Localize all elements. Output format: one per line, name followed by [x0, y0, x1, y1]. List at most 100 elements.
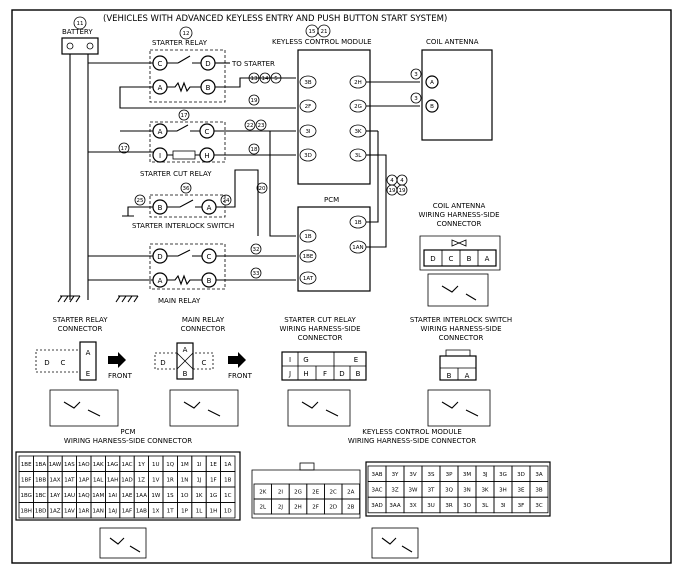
pcm-pin-label: 1AT: [64, 477, 75, 483]
svg-text:COIL ANTENNA: COIL ANTENNA: [433, 202, 486, 210]
svg-text:C: C: [205, 128, 210, 136]
svg-text:B: B: [430, 104, 434, 110]
starter-cut-relay: A C I H STARTER CUT RELAY: [140, 121, 226, 178]
coil-antenna-harness-connector: COIL ANTENNA WIRING HARNESS-SIDE CONNECT…: [418, 202, 501, 307]
keyless-right-pin-label: 3U: [427, 503, 435, 509]
pcm-pin-label: 1P: [181, 508, 188, 514]
pcm-pin-label: 1BE: [21, 462, 32, 468]
keyless-right-pin-label: 3Z: [391, 487, 398, 493]
keyless-right-pin-label: 3AD: [371, 503, 383, 509]
pcm-pin-label: 1AD: [121, 477, 133, 483]
svg-text:13: 13: [251, 76, 258, 82]
pcm-pin-label: 1N: [181, 477, 189, 483]
svg-text:3L: 3L: [355, 153, 362, 159]
battery: 11 BATTERY: [61, 16, 99, 55]
svg-text:D: D: [160, 359, 165, 367]
svg-text:I: I: [159, 152, 161, 160]
ref-17b: 17: [121, 146, 128, 152]
keyless-right-pin-label: 3M: [463, 472, 471, 478]
pcm-pin-label: 1G: [210, 493, 218, 499]
pcm-pin-label: 1AB: [136, 508, 147, 514]
ground-symbols: [57, 295, 139, 303]
keyless-right-pin-label: 3D: [517, 472, 525, 478]
pcm-pin-label: 1L: [196, 508, 203, 514]
ref-4b: 4: [400, 178, 404, 184]
pcm-pin-label: 1AE: [122, 493, 133, 499]
keyless-right-pin-label: 3C: [535, 503, 542, 509]
svg-text:MAIN RELAY: MAIN RELAY: [182, 316, 225, 324]
pcm-pin-label: 1AR: [78, 508, 89, 514]
pcm-pin-label: 1K: [195, 493, 202, 499]
pcm-pin-label: 1X: [152, 508, 159, 514]
keyless-right-pin-label: 3N: [463, 487, 471, 493]
pcm-pin-label: 1AL: [93, 477, 104, 483]
svg-text:3I: 3I: [305, 129, 310, 135]
coil-antenna-label: COIL ANTENNA: [426, 38, 479, 46]
starter-cut-relay-connector: STARTER CUT RELAY WIRING HARNESS-SIDE CO…: [279, 316, 367, 427]
svg-text:A: A: [158, 128, 163, 136]
svg-text:B: B: [207, 277, 212, 285]
svg-text:1BE: 1BE: [303, 254, 314, 260]
svg-text:5: 5: [274, 76, 278, 82]
svg-text:2H: 2H: [354, 80, 362, 86]
pcm-pin-label: 1Z: [138, 477, 145, 483]
starter-relay-pin-c: C: [158, 60, 163, 68]
svg-text:CONNECTOR: CONNECTOR: [439, 334, 484, 342]
keyless-left-pin-label: 2G: [294, 490, 302, 496]
starter-relay-pin-b: B: [206, 84, 211, 92]
pcm-pin-label: 1AP: [79, 477, 90, 483]
pcm-pin-label: 1T: [167, 508, 174, 514]
pcm-pin-label: 1AA: [136, 493, 147, 499]
battery-ref: 11: [77, 21, 84, 27]
keyless-right-pin-label: 3Q: [445, 487, 453, 493]
svg-text:1AT: 1AT: [303, 276, 314, 282]
keyless-right-pin-label: 3G: [499, 472, 507, 478]
diagram-title: (VEHICLES WITH ADVANCED KEYLESS ENTRY AN…: [103, 14, 447, 24]
svg-text:WIRING HARNESS-SIDE: WIRING HARNESS-SIDE: [418, 211, 499, 219]
ref-22: 22: [247, 123, 254, 129]
ref-19: 19: [251, 98, 258, 104]
pcm-pin-label: 1AX: [49, 477, 60, 483]
svg-text:3B: 3B: [304, 80, 311, 86]
keyless-left-pin-label: 2K: [259, 490, 266, 496]
pcm-pin-label: 1AG: [107, 462, 118, 468]
ref-13-14-5: 13 14 5: [248, 72, 282, 84]
pcm-pin-label: 1Y: [138, 462, 145, 468]
svg-text:A: A: [86, 349, 91, 357]
keyless-left-pin-label: 2H: [294, 505, 302, 511]
svg-text:1AN: 1AN: [352, 245, 363, 251]
svg-text:J: J: [288, 370, 291, 378]
pcm-cell: [220, 502, 236, 519]
keyless-left-pin-label: 2L: [260, 505, 267, 511]
keyless-left-pin-label: 2J: [278, 505, 283, 511]
starter-relay-pin-d: D: [205, 60, 210, 68]
svg-text:STARTER INTERLOCK SWITCH: STARTER INTERLOCK SWITCH: [410, 316, 512, 324]
to-starter-label: TO STARTER: [231, 60, 275, 68]
svg-text:FRONT: FRONT: [228, 372, 253, 380]
svg-text:3K: 3K: [354, 129, 361, 135]
svg-text:G: G: [303, 356, 308, 364]
svg-text:F: F: [323, 370, 327, 378]
pcm-pin-label: 1W: [151, 493, 160, 499]
svg-text:14: 14: [262, 76, 269, 82]
starter-interlock-connector: STARTER INTERLOCK SWITCH WIRING HARNESS-…: [410, 316, 512, 427]
starter-relay-label: STARTER RELAY: [152, 39, 208, 47]
keyless-pins-left: 3B 2F 3I 3D: [299, 75, 317, 162]
keyless-right-pin-label: 3R: [445, 503, 452, 509]
keyless-right-pin-label: 3AC: [371, 487, 382, 493]
svg-text:2F: 2F: [305, 104, 312, 110]
pcm-pin-label: 1AY: [50, 493, 61, 499]
starter-relay: 12 STARTER RELAY C D A B: [149, 26, 226, 103]
svg-text:E: E: [354, 356, 358, 364]
pcm-pin-label: 1AZ: [49, 508, 60, 514]
pcm-pin-label: 1AO: [78, 462, 90, 468]
svg-text:WIRING HARNESS-SIDE: WIRING HARNESS-SIDE: [279, 325, 360, 333]
pcm-pin-label: 1AC: [121, 462, 132, 468]
svg-text:D: D: [157, 253, 162, 261]
ref-25: 25: [137, 198, 144, 204]
pcm-pin-label: 1AF: [122, 508, 132, 514]
keyless-right-pin-label: 3K: [481, 487, 488, 493]
keyless-right-pin-label: 3Y: [392, 472, 399, 478]
pcm-pin-label: 1V: [152, 477, 159, 483]
